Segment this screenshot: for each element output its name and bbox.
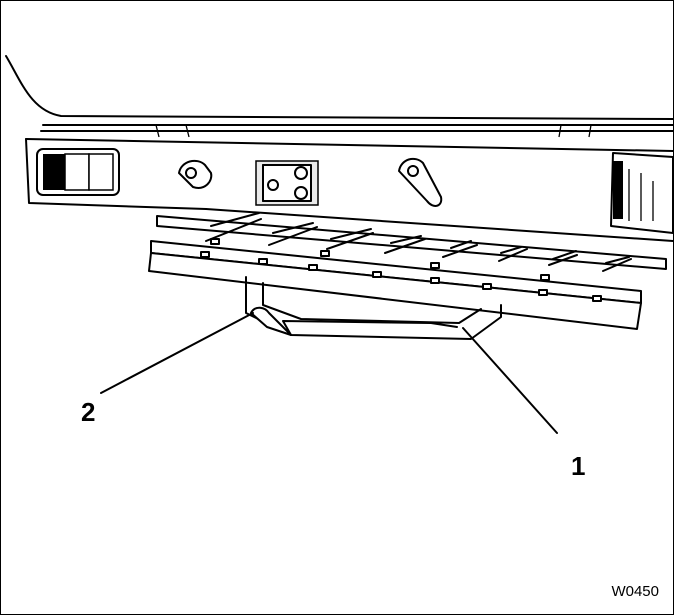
- callout-1: 1: [571, 451, 586, 481]
- vehicle-body: [5, 55, 673, 242]
- callout-2: 2: [81, 397, 96, 427]
- left-tail-light: [36, 148, 120, 196]
- right-tow-eye: [398, 157, 443, 207]
- frame-part: [245, 276, 502, 340]
- support-rails: [148, 212, 667, 330]
- right-tail-light: [610, 152, 673, 234]
- drawing-code: W0450: [611, 583, 659, 600]
- trailer-coupling: [255, 160, 319, 206]
- leader-lines: [100, 312, 558, 434]
- hook-part: [250, 306, 292, 336]
- left-tow-eye: [178, 159, 213, 189]
